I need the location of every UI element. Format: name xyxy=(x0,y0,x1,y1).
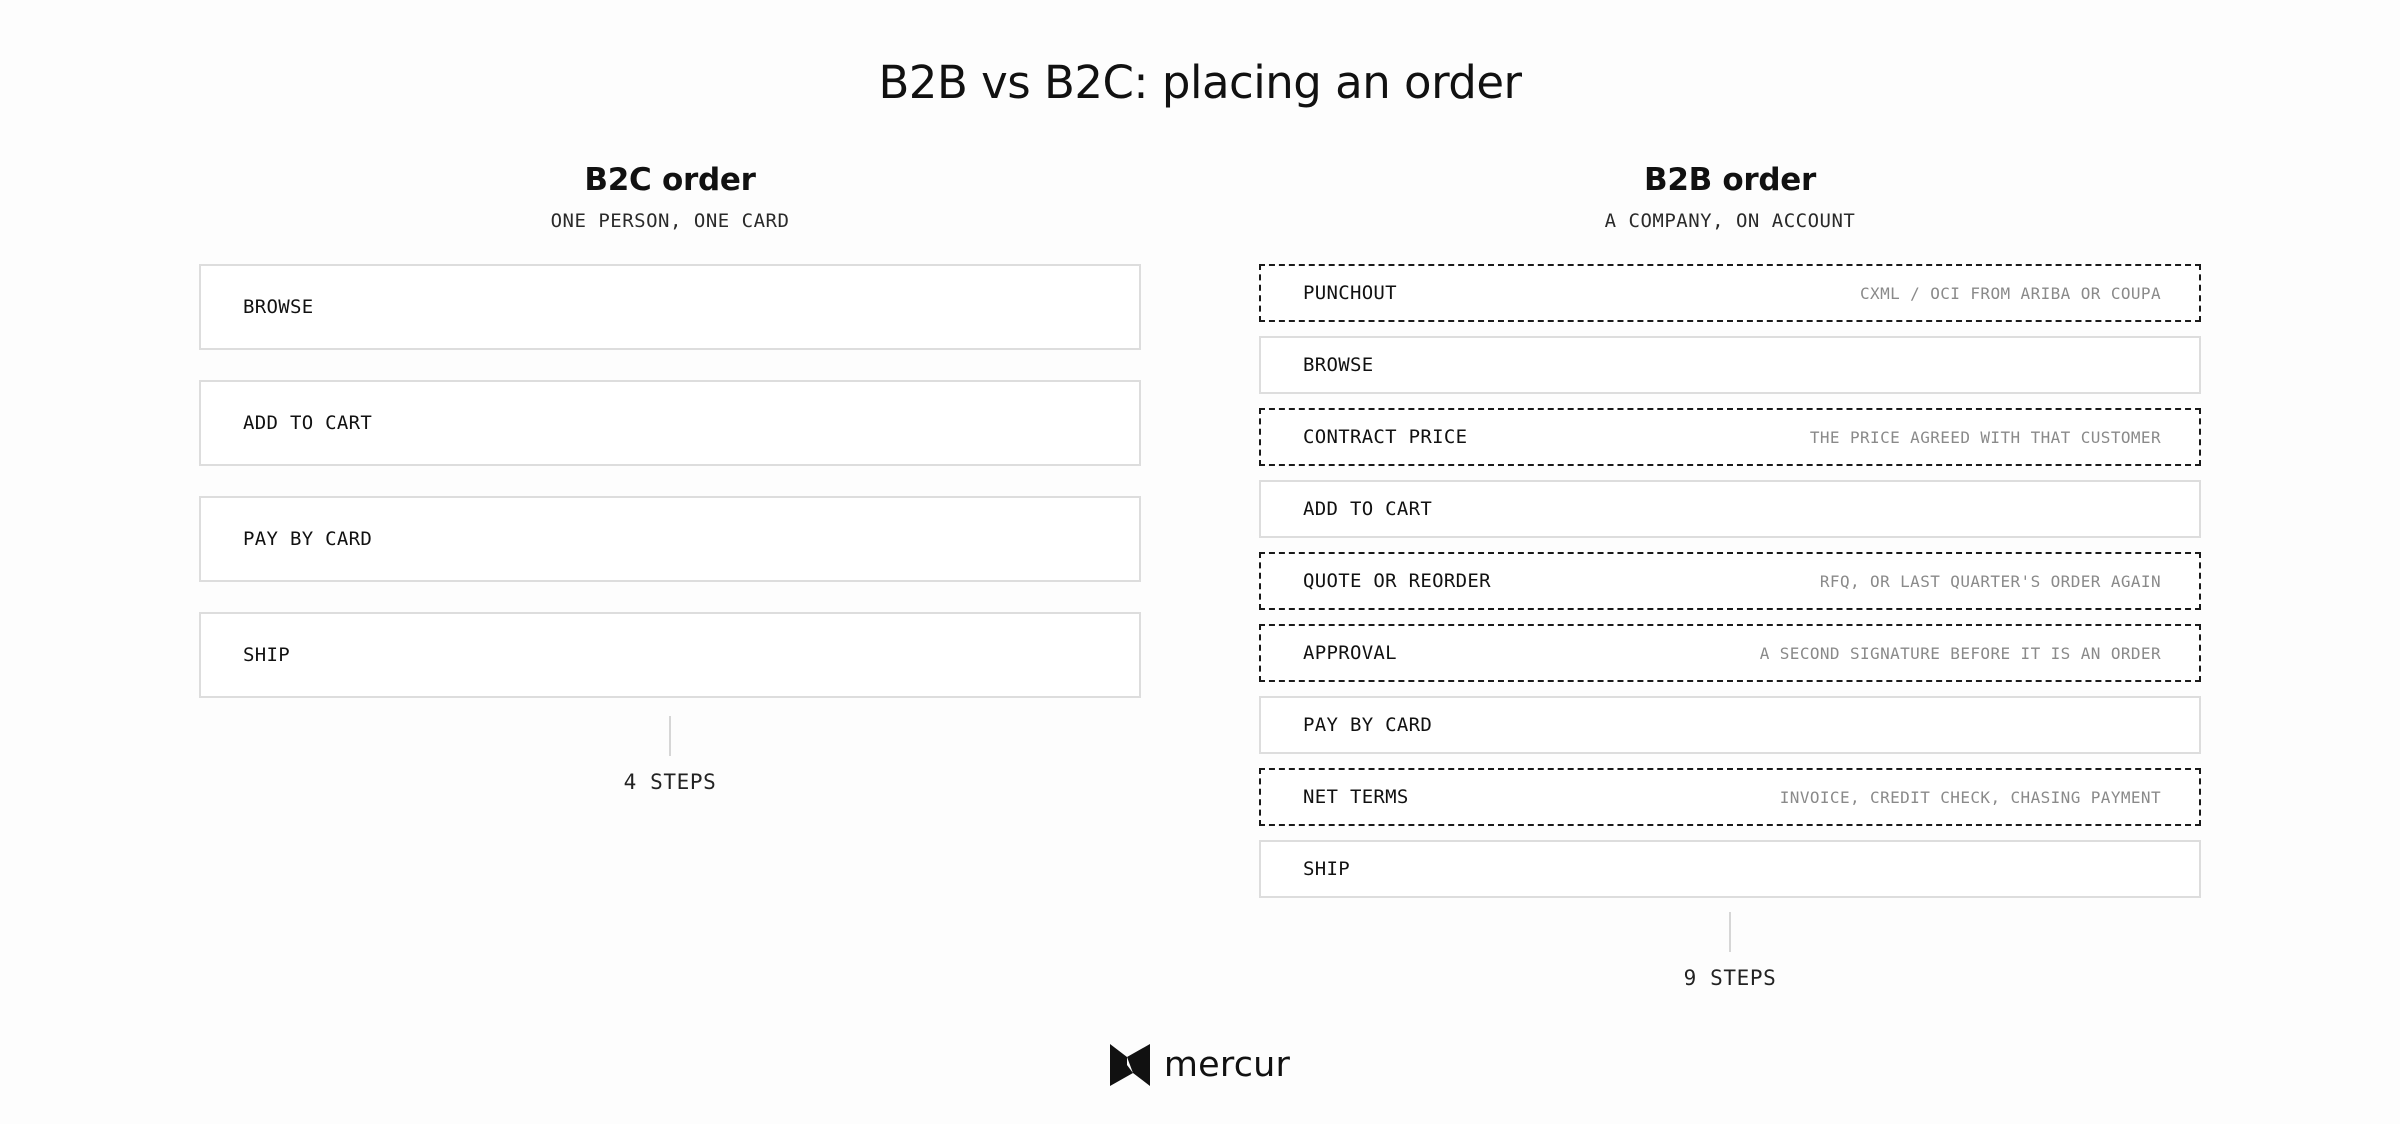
step-label: CONTRACT PRICE xyxy=(1303,426,1468,448)
b2c-subtitle: ONE PERSON, ONE CARD xyxy=(550,210,790,232)
mercur-logo: mercur xyxy=(0,1044,2400,1086)
step-label: APPROVAL xyxy=(1303,642,1397,664)
step-label: PUNCHOUT xyxy=(1303,282,1397,304)
step-note: INVOICE, CREDIT CHECK, CHASING PAYMENT xyxy=(1779,787,2161,807)
step-label: PAY BY CARD xyxy=(1303,714,1433,736)
b2b-step-pay-by-card: PAY BY CARD xyxy=(1259,696,2201,754)
b2c-step-ship: SHIP xyxy=(199,612,1141,698)
step-label: QUOTE OR REORDER xyxy=(1303,570,1491,592)
b2c-step-pay-by-card: PAY BY CARD xyxy=(199,496,1141,582)
logo-wordmark: mercur xyxy=(1163,1045,1291,1085)
b2c-column: B2C order ONE PERSON, ONE CARD BROWSE AD… xyxy=(199,160,1141,794)
b2b-column: B2B order A COMPANY, ON ACCOUNT PUNCHOUT… xyxy=(1259,160,2201,990)
step-note: RFQ, OR LAST QUARTER'S ORDER AGAIN xyxy=(1819,571,2161,591)
step-label: SHIP xyxy=(1303,858,1350,880)
step-label: PAY BY CARD xyxy=(243,528,373,550)
b2b-step-add-to-cart: ADD TO CART xyxy=(1259,480,2201,538)
b2b-step-list: PUNCHOUT CXML / OCI FROM ARIBA OR COUPA … xyxy=(1259,264,2201,898)
b2b-step-contract-price: CONTRACT PRICE THE PRICE AGREED WITH THA… xyxy=(1259,408,2201,466)
step-label: BROWSE xyxy=(243,296,314,318)
b2c-connector-line xyxy=(669,716,671,756)
b2b-step-approval: APPROVAL A SECOND SIGNATURE BEFORE IT IS… xyxy=(1259,624,2201,682)
b2c-step-browse: BROWSE xyxy=(199,264,1141,350)
b2c-step-count: 4 STEPS xyxy=(623,770,717,794)
step-label: SHIP xyxy=(243,644,290,666)
b2b-step-browse: BROWSE xyxy=(1259,336,2201,394)
step-label: ADD TO CART xyxy=(1303,498,1433,520)
b2c-step-add-to-cart: ADD TO CART xyxy=(199,380,1141,466)
step-note: A SECOND SIGNATURE BEFORE IT IS AN ORDER xyxy=(1759,643,2161,663)
step-label: BROWSE xyxy=(1303,354,1374,376)
b2b-step-quote-or-reorder: QUOTE OR REORDER RFQ, OR LAST QUARTER'S … xyxy=(1259,552,2201,610)
b2b-connector-line xyxy=(1729,912,1731,952)
b2b-step-punchout: PUNCHOUT CXML / OCI FROM ARIBA OR COUPA xyxy=(1259,264,2201,322)
b2b-step-count: 9 STEPS xyxy=(1683,966,1777,990)
b2b-heading: B2B order xyxy=(1643,162,1816,198)
b2c-step-list: BROWSE ADD TO CART PAY BY CARD SHIP xyxy=(199,264,1141,698)
b2b-step-ship: SHIP xyxy=(1259,840,2201,898)
b2c-heading: B2C order xyxy=(584,162,756,198)
step-label: NET TERMS xyxy=(1303,786,1409,808)
step-label: ADD TO CART xyxy=(243,412,373,434)
step-note: THE PRICE AGREED WITH THAT CUSTOMER xyxy=(1809,427,2161,447)
step-note: CXML / OCI FROM ARIBA OR COUPA xyxy=(1860,283,2161,303)
b2b-subtitle: A COMPANY, ON ACCOUNT xyxy=(1604,210,1856,232)
mercur-logo-icon xyxy=(1109,1044,1150,1086)
page-title: B2B vs B2C: placing an order xyxy=(878,56,1522,109)
b2b-step-net-terms: NET TERMS INVOICE, CREDIT CHECK, CHASING… xyxy=(1259,768,2201,826)
